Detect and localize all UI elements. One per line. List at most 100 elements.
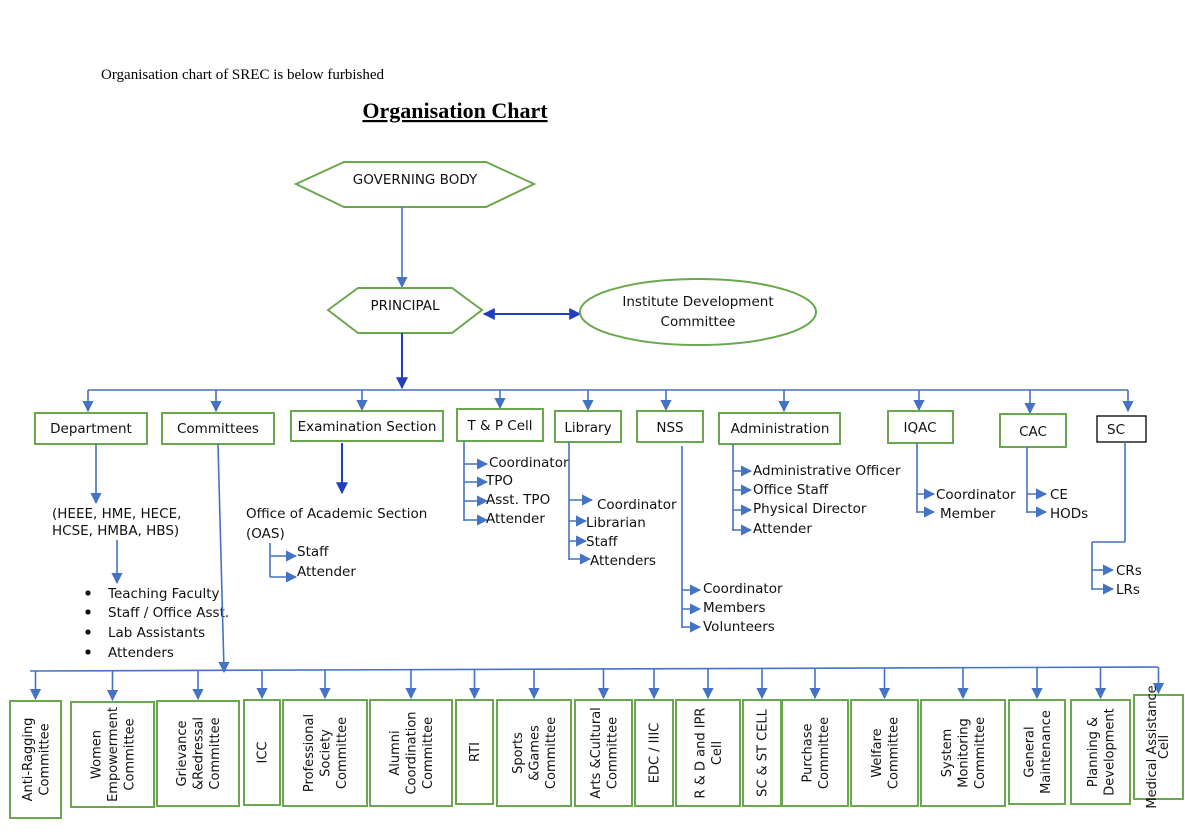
- committee-label: ICC: [256, 742, 271, 764]
- idc-label-line2: Committee: [661, 314, 736, 330]
- sc-item: LRs: [1116, 582, 1140, 598]
- tp-item: Attender: [486, 511, 545, 527]
- committee-box: [920, 699, 1006, 807]
- committees-box: [161, 412, 275, 445]
- committee-label: Planning &Development: [1086, 708, 1118, 796]
- sc-label: SC: [1107, 422, 1125, 438]
- idc-node: [579, 278, 817, 346]
- department-staff-item: Attenders: [108, 645, 174, 661]
- admin-label: Administration: [731, 421, 830, 437]
- admin-items: Administrative Officer Office Staff Phys…: [732, 444, 901, 537]
- iqac-label: IQAC: [903, 420, 936, 436]
- chart-title: Organisation Chart: [362, 98, 548, 123]
- library-items: Coordinator Librarian Staff Attenders: [568, 442, 677, 569]
- cac-item: HODs: [1050, 506, 1088, 522]
- tp-item: Coordinator: [489, 455, 569, 471]
- iqac-item: Coordinator: [936, 487, 1016, 503]
- admin-box: [718, 412, 841, 445]
- committees-down-line: [217, 443, 225, 671]
- cac-item: CE: [1050, 487, 1068, 503]
- tp-item: TPO: [485, 473, 513, 489]
- committee-label: SC & ST CELL: [756, 708, 771, 797]
- oas-item: Staff: [297, 544, 329, 560]
- committee-box: [1008, 699, 1066, 805]
- cac-label: CAC: [1019, 424, 1047, 440]
- committee-box: [9, 700, 62, 819]
- tp-item: Asst. TPO: [486, 492, 550, 508]
- intro-text: Organisation chart of SREC is below furb…: [101, 67, 385, 83]
- library-item: Staff: [586, 534, 618, 550]
- department-box: [34, 412, 148, 445]
- exam-label: Examination Section: [298, 419, 437, 435]
- iqac-items: Coordinator Member: [916, 443, 1016, 522]
- cac-box: [999, 413, 1067, 448]
- committee-box: [156, 700, 240, 807]
- nss-items: Coordinator Members Volunteers: [681, 446, 783, 635]
- nss-item: Members: [703, 600, 766, 616]
- library-item: Librarian: [586, 515, 646, 531]
- department-staff-item: Lab Assistants: [108, 625, 205, 641]
- iqac-box: [887, 410, 954, 444]
- committee-box: [742, 699, 782, 807]
- admin-item: Physical Director: [753, 501, 867, 517]
- idc-label-line1: Institute Development: [622, 294, 773, 310]
- iqac-item: Member: [940, 506, 996, 522]
- admin-item: Office Staff: [753, 482, 829, 498]
- library-label: Library: [564, 420, 611, 436]
- committee-label: Medical AssistanceCell: [1145, 685, 1172, 808]
- department-label: Department: [50, 421, 132, 437]
- committee-box: [634, 699, 674, 807]
- committees-label: Committees: [177, 421, 259, 437]
- tp-label: T & P Cell: [466, 418, 532, 434]
- department-staff-item: Teaching Faculty: [107, 586, 220, 602]
- committee-box: [781, 699, 849, 807]
- library-box: [554, 410, 622, 443]
- oas-label-line2: (OAS): [246, 526, 285, 542]
- committee-box: [70, 701, 155, 808]
- committee-box: [1133, 694, 1184, 800]
- department-staff-list: Teaching Faculty Staff / Office Asst. La…: [85, 586, 229, 661]
- nss-item: Coordinator: [703, 581, 783, 597]
- governing-body-label: GOVERNING BODY: [353, 172, 478, 188]
- cac-items: CE HODs: [1026, 447, 1088, 522]
- nss-box: [636, 410, 704, 443]
- admin-item: Administrative Officer: [753, 463, 901, 479]
- committee-box: [243, 699, 281, 806]
- oas-items: Staff Attender: [269, 543, 356, 583]
- committee-box: [455, 699, 494, 805]
- tp-box: [456, 408, 544, 442]
- department-programs-line2: HCSE, HMBA, HBS): [52, 523, 179, 539]
- oas-label-line1: Office of Academic Section: [246, 506, 427, 522]
- unit-drop-arrows: [82, 390, 1134, 415]
- tp-items: Coordinator TPO Asst. TPO Attender: [463, 441, 569, 527]
- exam-box: [290, 410, 444, 442]
- library-item: Coordinator: [597, 497, 677, 513]
- nss-label: NSS: [656, 420, 683, 436]
- department-programs-line1: (HEEE, HME, HECE,: [52, 506, 181, 522]
- department-staff-item: Staff / Office Asst.: [108, 605, 229, 621]
- library-item: Attenders: [590, 553, 656, 569]
- principal-node: [326, 287, 484, 334]
- committee-box: [675, 699, 741, 807]
- nss-item: Volunteers: [703, 619, 775, 635]
- sc-items: CRs LRs: [1091, 442, 1142, 598]
- committee-box: [496, 699, 572, 807]
- committee-box: [1070, 699, 1131, 805]
- committee-box: [850, 699, 919, 807]
- committee-box: [369, 699, 453, 807]
- sc-item: CRs: [1116, 563, 1142, 579]
- committee-label: RTI: [468, 742, 483, 762]
